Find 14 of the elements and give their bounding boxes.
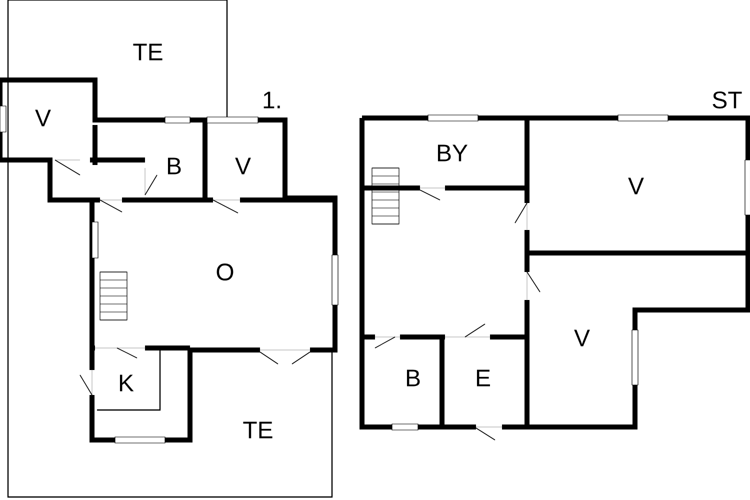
room-label: V: [235, 158, 251, 174]
room-label: V: [628, 178, 644, 194]
room-label: B: [406, 370, 420, 386]
room-label: K: [120, 374, 134, 392]
room-label: V: [35, 110, 51, 126]
room-label: BY: [438, 144, 468, 162]
room-label: TE: [243, 422, 272, 438]
room-label: TE: [133, 44, 162, 60]
room-label: ST: [712, 92, 742, 108]
room-label: E: [476, 370, 490, 386]
room-label: O: [216, 264, 234, 280]
room-label: B: [168, 158, 181, 174]
room-label: 1.: [264, 92, 280, 108]
room-label: V: [574, 330, 590, 346]
